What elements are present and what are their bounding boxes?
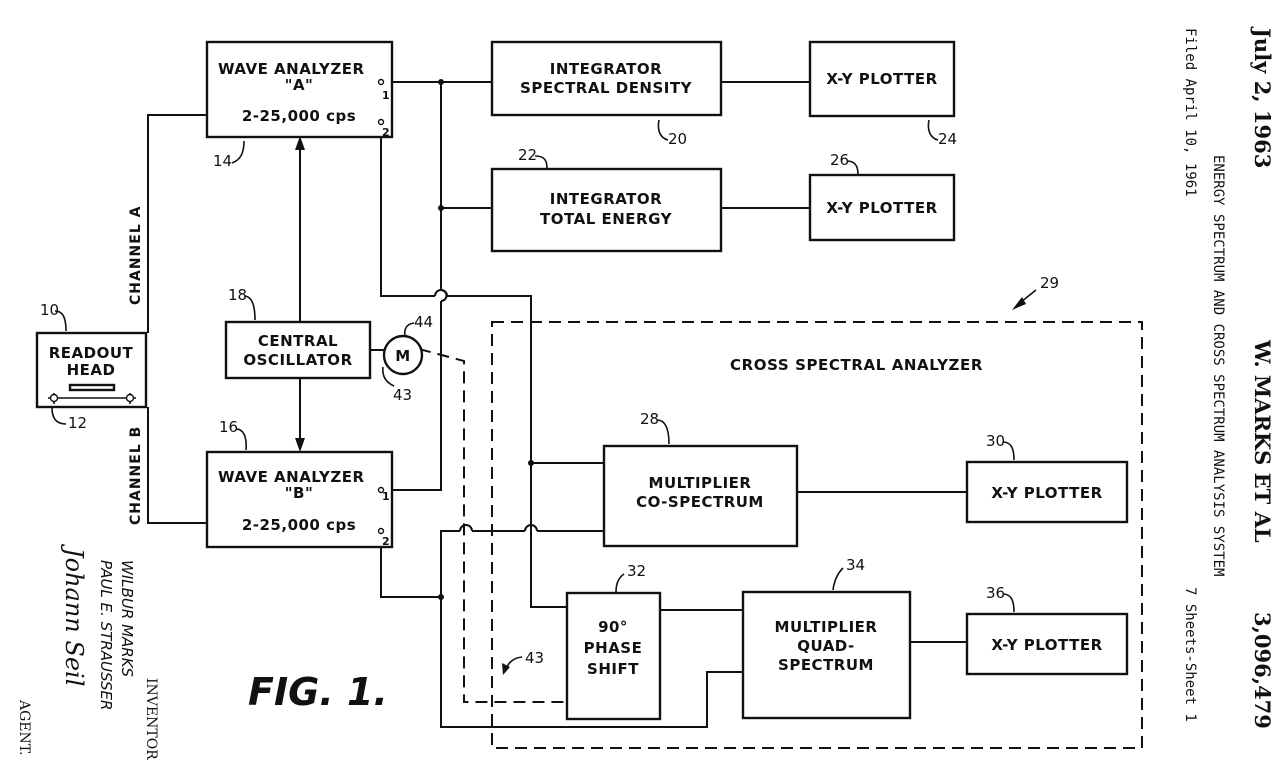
wire-bus-a xyxy=(392,82,442,491)
xy-36-label: X-Y PLOTTER xyxy=(991,636,1102,654)
int-sd-label-2: SPECTRAL DENSITY xyxy=(520,79,693,97)
phase-label-2: PHASE xyxy=(584,639,643,657)
ref-44: 44 xyxy=(414,313,433,331)
arrow-up xyxy=(295,136,305,150)
ref-24: 24 xyxy=(938,130,957,148)
xy-24-label: X-Y PLOTTER xyxy=(826,70,937,88)
wire-channel-b xyxy=(147,407,207,524)
wave-a-port-1: 1 xyxy=(382,89,390,102)
ref-10: 10 xyxy=(40,301,59,319)
wave-a-label-3: 2-25,000 cps xyxy=(242,107,356,125)
inventor-name-1: WILBUR MARKS xyxy=(118,560,136,678)
ref-32: 32 xyxy=(627,562,646,580)
int-te-label-1: INTEGRATOR xyxy=(550,190,662,208)
ref-12: 12 xyxy=(68,414,87,432)
mult-quad-label-2: QUAD- xyxy=(797,637,855,655)
phase-label-3: SHIFT xyxy=(587,660,639,678)
multiplier-quad-spectrum-block: MULTIPLIER QUAD- SPECTRUM xyxy=(741,590,912,720)
xy-26-label: X-Y PLOTTER xyxy=(826,199,937,217)
wire-b-out-2 xyxy=(380,538,441,598)
ref-43-motor: 43 xyxy=(393,386,412,404)
int-sd-label-1: INTEGRATOR xyxy=(550,60,662,78)
figure-label: FIG. 1. xyxy=(248,670,388,714)
central-oscillator-block: CENTRAL OSCILLATOR xyxy=(224,320,372,380)
xy-plotter-26-block: X-Y PLOTTER xyxy=(808,173,956,242)
ref-36: 36 xyxy=(986,584,1005,602)
readout-head-block: READOUT HEAD xyxy=(35,331,148,409)
patent-header: July 2, 1963 W. MARKS ET AL 3,096,479 EN… xyxy=(1182,26,1275,729)
header-sheets: 7 Sheets-Sheet 1 xyxy=(1182,587,1198,722)
wire-channel-a xyxy=(147,114,207,333)
inventor-heading: INVENTOR xyxy=(143,678,159,760)
wave-b-label-1: WAVE ANALYZER xyxy=(218,468,365,486)
integrator-spectral-density-block: INTEGRATOR SPECTRAL DENSITY xyxy=(490,40,723,117)
readout-label-2: HEAD xyxy=(67,361,116,379)
channel-a-label: CHANNEL A xyxy=(128,206,144,305)
oscillator-label-2: OSCILLATOR xyxy=(243,351,352,369)
ref-22: 22 xyxy=(518,146,537,164)
multiplier-co-spectrum-block: MULTIPLIER CO-SPECTRUM xyxy=(602,444,799,548)
header-date: July 2, 1963 xyxy=(1250,26,1275,168)
wire-a-out-2 xyxy=(380,126,567,608)
wave-a-port-2: 2 xyxy=(382,126,390,139)
wave-b-label-2: "B" xyxy=(285,484,314,502)
wire-jump-a2 xyxy=(434,289,448,297)
wire-jump-b2 xyxy=(524,524,538,532)
xy-plotter-30-block: X-Y PLOTTER xyxy=(965,460,1129,524)
phase-label-1: 90° xyxy=(598,618,628,636)
cross-spectral-region: CROSS SPECTRAL ANALYZER 29 xyxy=(491,274,1143,749)
header-inventors: W. MARKS ET AL xyxy=(1250,339,1275,543)
ref-34: 34 xyxy=(846,556,865,574)
mult-quad-label-1: MULTIPLIER xyxy=(775,618,878,636)
mechanical-link-43 xyxy=(418,348,567,703)
wave-analyzer-a-block: WAVE ANALYZER "A" 2-25,000 cps xyxy=(205,40,394,139)
ref-26: 26 xyxy=(830,151,849,169)
wave-analyzer-b-block: WAVE ANALYZER "B" 2-25,000 cps xyxy=(205,450,394,549)
cross-spectral-label: CROSS SPECTRAL ANALYZER xyxy=(730,356,983,374)
xy-30-label: X-Y PLOTTER xyxy=(991,484,1102,502)
ref-28: 28 xyxy=(640,410,659,428)
phase-shift-block: 90° PHASE SHIFT xyxy=(565,591,662,721)
readout-label-1: READOUT xyxy=(49,344,134,362)
ref-29: 29 xyxy=(1040,274,1059,292)
wave-a-label-1: WAVE ANALYZER xyxy=(218,60,365,78)
header-filed: Filed April 10, 1961 xyxy=(1182,28,1198,197)
wire-bus-b xyxy=(440,530,604,597)
header-patent-number: 3,096,479 xyxy=(1250,612,1275,729)
wave-b-port-1: 1 xyxy=(382,490,390,503)
header-title: ENERGY SPECTRUM AND CROSS SPECTRUM ANALY… xyxy=(1210,155,1226,576)
inventor-block: INVENTOR WILBUR MARKS PAUL E. STRAUSSER … xyxy=(16,543,159,760)
connection-wires xyxy=(147,79,967,728)
ref-43-link: 43 xyxy=(525,649,544,667)
arrow-down xyxy=(295,438,305,452)
mult-co-label-1: MULTIPLIER xyxy=(649,474,752,492)
xy-plotter-36-block: X-Y PLOTTER xyxy=(965,612,1129,676)
ref-16: 16 xyxy=(219,418,238,436)
mult-co-label-2: CO-SPECTRUM xyxy=(636,493,764,511)
wire-b-to-quad xyxy=(440,597,743,728)
motor-block: M xyxy=(382,334,424,376)
ref-20: 20 xyxy=(668,130,687,148)
ref-18: 18 xyxy=(228,286,247,304)
mult-quad-label-3: SPECTRUM xyxy=(778,656,874,674)
agent-role: AGENT. xyxy=(16,699,32,756)
ref-30: 30 xyxy=(986,432,1005,450)
xy-plotter-24-block: X-Y PLOTTER xyxy=(808,40,956,118)
int-te-label-2: TOTAL ENERGY xyxy=(540,210,673,228)
ref-14: 14 xyxy=(213,152,232,170)
inventor-name-2: PAUL E. STRAUSSER xyxy=(97,560,115,710)
agent-signature: Johann Seil xyxy=(60,543,88,686)
channel-b-label: CHANNEL B xyxy=(128,426,144,525)
wave-b-label-3: 2-25,000 cps xyxy=(242,516,356,534)
motor-label: M xyxy=(395,347,410,365)
wave-b-port-2: 2 xyxy=(382,535,390,548)
wire-jump-b1 xyxy=(459,524,473,532)
oscillator-label-1: CENTRAL xyxy=(258,332,338,350)
integrator-total-energy-block: INTEGRATOR TOTAL ENERGY xyxy=(490,167,723,253)
wave-a-label-2: "A" xyxy=(285,76,314,94)
